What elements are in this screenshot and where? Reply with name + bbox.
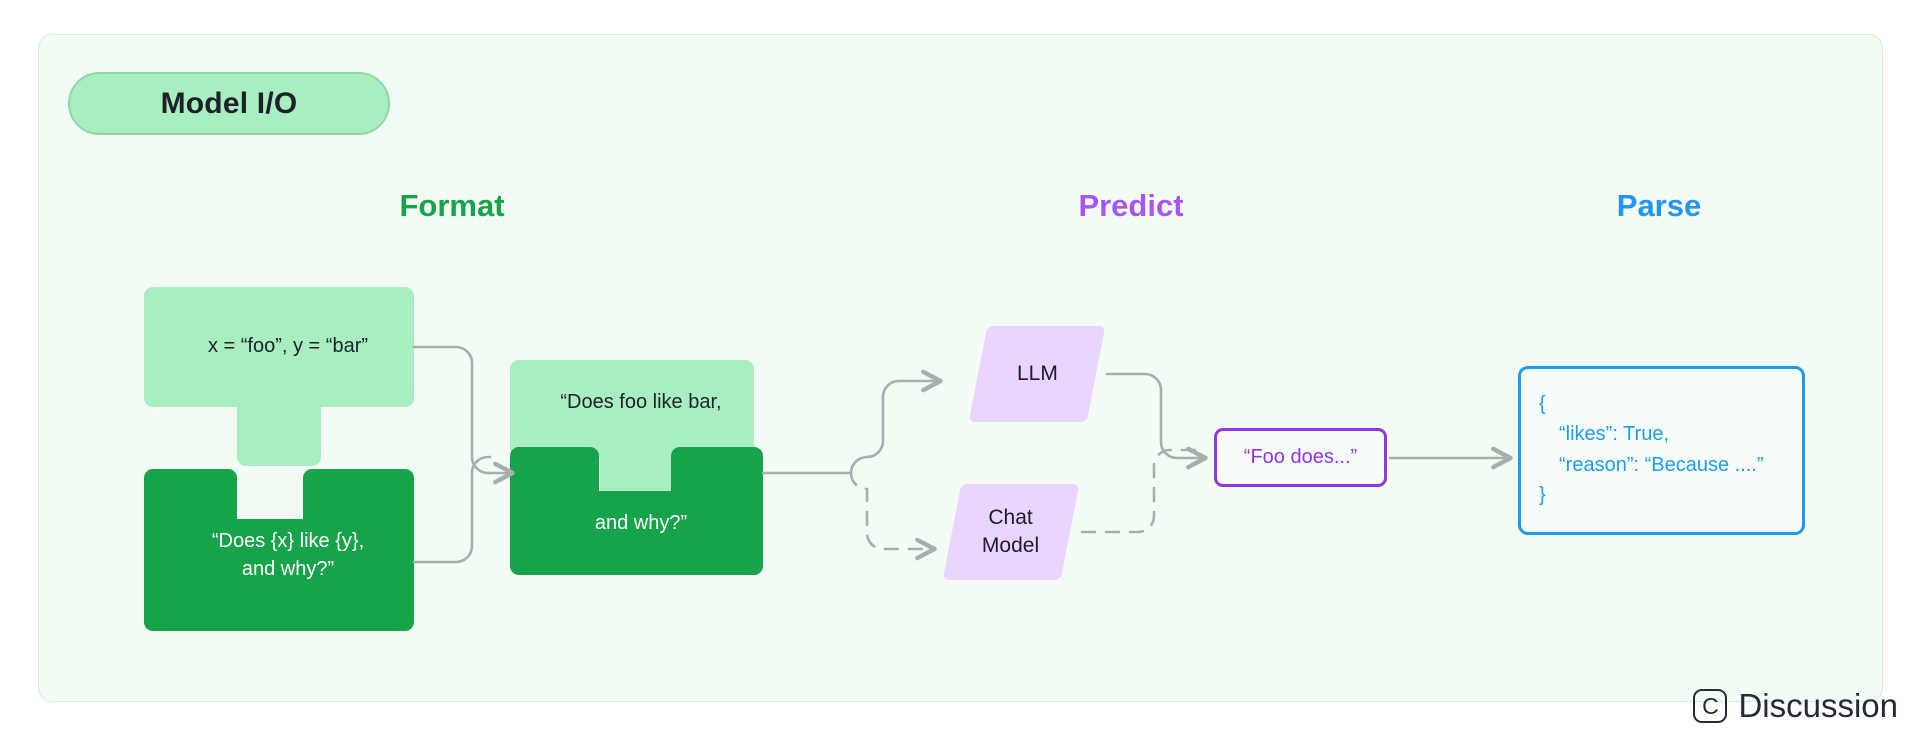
panel-title-pill: Model I/O (68, 72, 390, 135)
section-heading-format: Format (399, 188, 505, 223)
model-box-chat-model[interactable]: Chat Model (942, 484, 1080, 580)
watermark-label: Discussion (1738, 687, 1898, 724)
json-line-likes: “likes”: True, (1559, 423, 1670, 446)
model-box-chat-model-label: Chat Model (982, 505, 1040, 557)
model-output-chip[interactable]: “Foo does...” (1214, 428, 1387, 487)
watermark: C Discussion (1693, 687, 1898, 725)
discussion-logo-icon: C (1693, 689, 1728, 723)
model-output-chip-label: “Foo does...” (1243, 446, 1358, 468)
section-heading-parse: Parse (1616, 188, 1702, 223)
panel-title-label: Model I/O (160, 86, 298, 120)
parsed-json-card[interactable]: { “likes”: True, “reason”: “Because ....… (1518, 366, 1805, 535)
json-line-reason: “reason”: “Because ....” (1559, 453, 1764, 476)
model-box-llm[interactable]: LLM (968, 326, 1106, 422)
model-box-llm-label: LLM (1016, 361, 1058, 385)
section-heading-predict: Predict (1078, 188, 1184, 223)
json-line-open: { (1539, 393, 1546, 415)
json-line-close: } (1539, 484, 1546, 507)
